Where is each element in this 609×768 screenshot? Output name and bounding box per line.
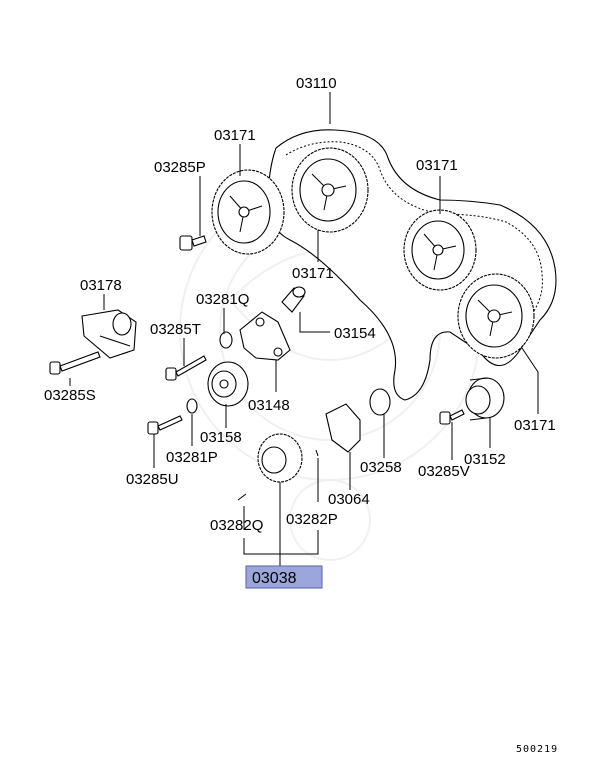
bolt-03285s [49,351,101,375]
label-bolt-u: 03285U [126,471,179,488]
pulley-03158 [207,361,249,407]
label-bolt-s: 03285S [44,387,96,404]
sprocket-03038 [257,433,303,483]
bolt-03285p [179,235,207,251]
tensioner [81,309,137,359]
bolt-03285t [165,355,207,381]
label-bolt-t: 03285T [150,321,201,338]
plate-03064 [325,403,361,453]
sprocket-top-left [211,169,285,255]
label-washer-q: 03281Q [196,291,249,308]
pin-03154 [281,286,306,313]
label-pin-p: 03282P [286,511,338,528]
washer-03281q [219,331,233,349]
idler-03152 [465,377,505,421]
seal-03258 [369,388,391,416]
label-highlighted-part[interactable]: 03038 [252,570,297,587]
pin-03282q [237,493,247,501]
leader-lines [69,92,539,566]
label-idler: 03152 [464,451,506,468]
label-sprocket-center: 03171 [292,265,334,282]
pin-03282p [315,449,319,457]
washer-03281p [186,398,198,414]
highlight-box[interactable] [245,565,323,589]
label-washer-p: 03281P [166,449,218,466]
label-belt: 03110 [296,75,337,92]
label-bracket: 03148 [248,397,290,414]
label-pin-q: 03282Q [210,517,263,534]
label-pulley-small: 03158 [200,429,242,446]
label-bolt-v: 03285V [418,463,470,480]
label-plate: 03064 [328,491,370,508]
diagram-code: 500219 [516,744,558,755]
bracket-03148 [239,311,291,361]
label-sprocket-top-left: 03171 [214,127,256,144]
label-seal: 03258 [360,459,402,476]
label-sprocket-right-lower: 03171 [514,417,556,434]
bolt-03285v [439,409,465,425]
label-bolt-top: 03285P [154,159,206,176]
label-pin: 03154 [334,325,376,342]
sprocket-right-lower [457,273,535,359]
label-tensioner: 03178 [80,277,122,294]
sprocket-center [291,147,369,233]
sprocket-right-upper [403,209,477,291]
bolt-03285u [147,415,183,435]
label-sprocket-right-upper: 03171 [416,157,458,174]
